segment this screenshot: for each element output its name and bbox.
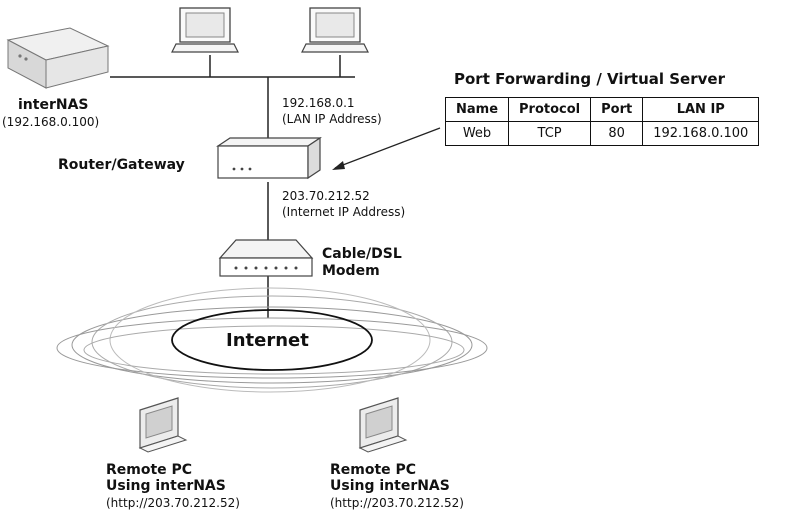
port-forwarding-title: Port Forwarding / Virtual Server <box>454 70 725 88</box>
lan-pc-2-icon <box>301 7 369 53</box>
cell-lan-ip: 192.168.0.100 <box>642 121 760 146</box>
port-forwarding-table: Name Protocol Port LAN IP Web TCP 80 192… <box>444 97 760 146</box>
remote-pc-2-line1: Remote PC <box>330 462 417 478</box>
remote-pc-1-line1: Remote PC <box>106 462 193 478</box>
internet-cloud-icon <box>56 287 488 393</box>
internet-label: Internet <box>226 330 309 351</box>
remote-pc-1-icon <box>138 397 188 453</box>
remote-pc-2-icon <box>358 397 408 453</box>
port-forwarding-data-row: Web TCP 80 192.168.0.100 <box>444 121 760 146</box>
header-lan-ip: LAN IP <box>642 97 760 122</box>
modem-icon <box>218 239 314 277</box>
header-name: Name <box>444 97 510 122</box>
nas-title: interNAS <box>18 97 89 113</box>
cell-name: Web <box>444 121 510 146</box>
cell-protocol: TCP <box>508 121 592 146</box>
remote-pc-2-url: (http://203.70.212.52) <box>330 496 464 510</box>
remote-pc-1-url: (http://203.70.212.52) <box>106 496 240 510</box>
router-internet-ip-caption: (Internet IP Address) <box>282 205 406 219</box>
header-port: Port <box>590 97 644 122</box>
remote-pc-2-line2: Using interNAS <box>330 478 450 494</box>
modem-label-line2: Modem <box>322 263 380 279</box>
port-forward-arrow <box>334 127 441 169</box>
nas-ip: (192.168.0.100) <box>2 115 100 129</box>
header-protocol: Protocol <box>508 97 592 122</box>
remote-pc-1-line2: Using interNAS <box>106 478 226 494</box>
port-forward-arrowhead <box>332 161 345 170</box>
router-internet-ip: 203.70.212.52 <box>282 189 370 203</box>
modem-label-line1: Cable/DSL <box>322 246 402 262</box>
router-lan-ip: 192.168.0.1 <box>282 96 355 110</box>
cell-port: 80 <box>590 121 644 146</box>
lan-pc-1-icon <box>171 7 239 53</box>
router-lan-ip-caption: (LAN IP Address) <box>282 112 382 126</box>
nas-device-icon <box>6 27 110 89</box>
router-icon <box>216 136 322 180</box>
port-forwarding-header-row: Name Protocol Port LAN IP <box>444 97 760 122</box>
router-label: Router/Gateway <box>58 157 185 173</box>
